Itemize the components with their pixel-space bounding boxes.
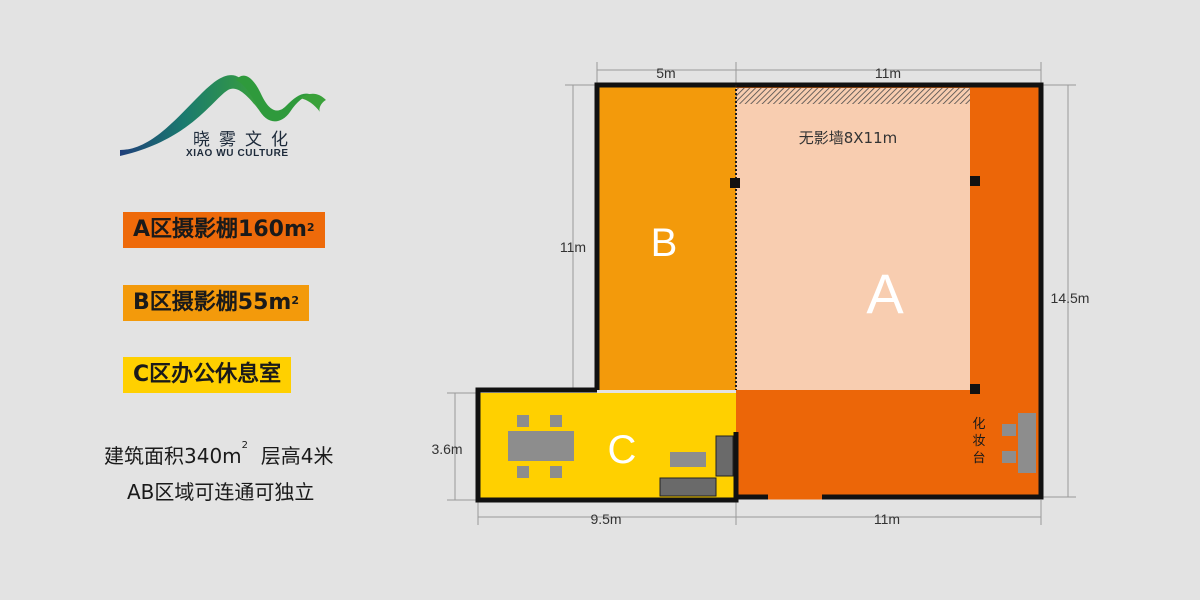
dim-top-left: 5m bbox=[656, 65, 675, 81]
meeting-table bbox=[508, 431, 574, 461]
legend-zone-b: B区摄影棚55m2 bbox=[123, 285, 309, 321]
columns bbox=[730, 176, 980, 394]
makeup-station bbox=[1002, 413, 1036, 473]
dim-top-right: 11m bbox=[875, 65, 901, 81]
dim-right: 14.5m bbox=[1051, 290, 1090, 306]
coffee-table bbox=[670, 452, 706, 467]
brand-name-en: XIAO WU CULTURE bbox=[186, 148, 289, 159]
dim-left-c: 3.6m bbox=[431, 441, 462, 457]
cyclorama-hatch bbox=[736, 88, 970, 104]
sofa-side bbox=[715, 435, 734, 477]
makeup-label-3: 台 bbox=[972, 451, 985, 466]
legend-zone-c: C区办公休息室 bbox=[123, 357, 292, 393]
building-area-info: 建筑面积340m2 层高4米 bbox=[104, 440, 334, 468]
sofa-bottom bbox=[659, 477, 717, 497]
zone-b-label: B bbox=[651, 221, 678, 265]
zone-b-area bbox=[597, 85, 736, 390]
brand-name-cn: 晓雾文化 bbox=[193, 130, 297, 150]
zone-a-label: A bbox=[866, 262, 904, 325]
cyclorama-area bbox=[736, 88, 970, 390]
dim-left-b: 11m bbox=[560, 239, 586, 255]
makeup-label-2: 妆 bbox=[972, 434, 985, 449]
zone-c-label: C bbox=[608, 428, 637, 472]
walls bbox=[475, 82, 1044, 503]
cyclorama-label: 无影墙8X11m bbox=[799, 129, 898, 147]
connectivity-info: AB区域可连通可独立 bbox=[127, 480, 315, 504]
legend-zone-a: A区摄影棚160m2 bbox=[123, 212, 325, 248]
makeup-label-1: 化 bbox=[972, 417, 985, 432]
office-furniture bbox=[508, 415, 734, 497]
dim-bottom-right: 11m bbox=[874, 511, 900, 527]
dim-bottom-left: 9.5m bbox=[590, 511, 621, 527]
